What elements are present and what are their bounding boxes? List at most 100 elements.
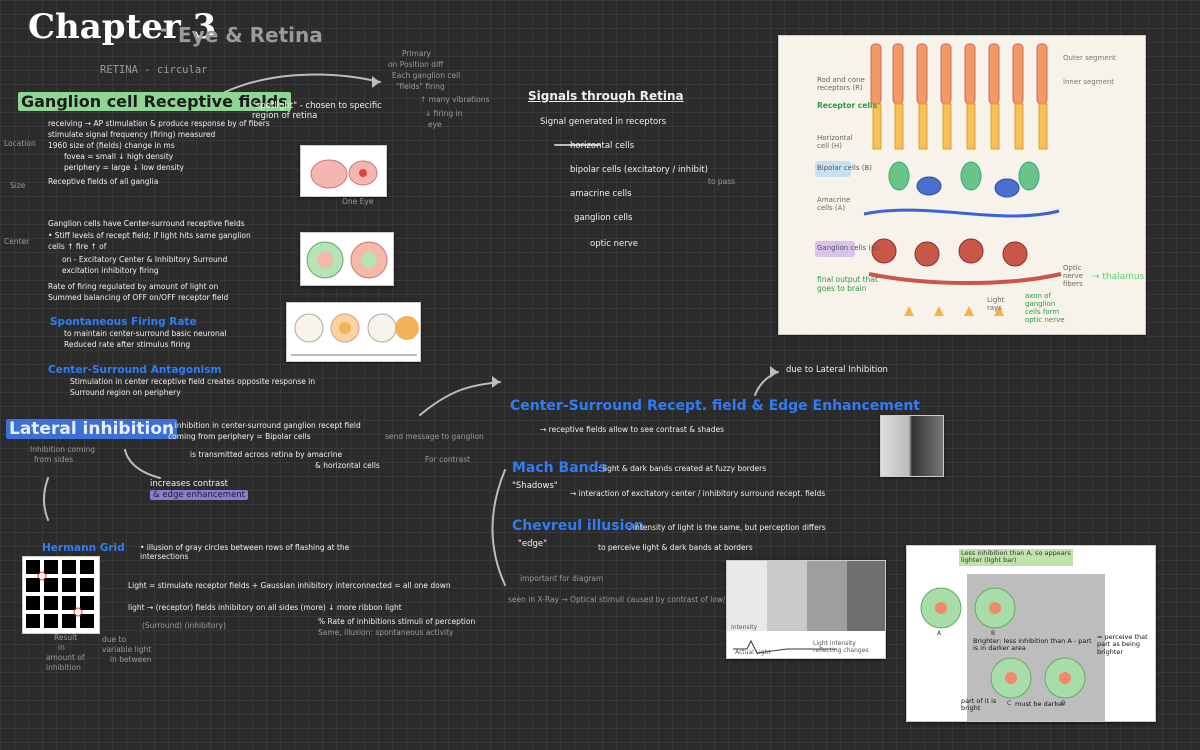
- one-eye-note: One Eye: [342, 197, 374, 206]
- chevreul-sub: "edge": [518, 539, 548, 549]
- lateral-inhibition-drawing: [920, 574, 1105, 721]
- signal-side: to pass: [708, 177, 736, 186]
- mach-fig-label: Intensity: [731, 624, 758, 631]
- receptive-field-diagram: [300, 145, 387, 197]
- lateral-result2-text: & edge enhancement: [150, 490, 249, 500]
- fig-green-note: axon of ganglion cells form optic nerve: [1025, 292, 1065, 325]
- lateral-fig-perceive: = perceive that part as being brighter: [1097, 633, 1148, 656]
- lateral-sub2: from sides: [34, 455, 74, 464]
- ganglion-line: stimulate signal frequency (firing) meas…: [48, 130, 216, 139]
- note-line: ↑ many vibrations: [420, 95, 490, 104]
- signal-step: horizontal cells: [570, 141, 635, 151]
- cs-line: Rate of firing regulated by amount of li…: [48, 282, 219, 291]
- lateral-fig-letter: D: [1061, 700, 1066, 707]
- hermann-caption2: due to: [102, 635, 127, 644]
- lateral-heading: Lateral inhibition: [6, 419, 178, 440]
- lateral-fig-bottom-mid: must be darker: [1015, 700, 1065, 708]
- fig-label: Light rays: [987, 296, 1005, 313]
- mach-sub-tail: → interaction of excitatory center / inh…: [570, 489, 826, 498]
- due-to-lateral: due to Lateral Inhibition: [786, 365, 888, 375]
- antagonism-line: Surround region on periphery: [70, 388, 181, 397]
- mach-band-figure: Light intensity reflecting changes Inten…: [726, 560, 886, 659]
- lateral-sub: Inhibition coming: [30, 445, 96, 454]
- lateral-line: & horizontal cells: [315, 461, 380, 470]
- cs-line: Summed balancing of OFF on/OFF receptor …: [48, 293, 229, 302]
- fig-label: Amacrine cells (A): [817, 196, 851, 213]
- lateral-fig-letter: C: [1007, 700, 1012, 707]
- retina-layers-drawing: [815, 43, 1062, 316]
- lateral-fig-top: Less inhibition than A, so appears light…: [959, 549, 1073, 566]
- ganglion-line: periphery = large ↓ low density: [64, 163, 184, 172]
- side-label-center: Center: [4, 237, 30, 246]
- fig-label: Optic nerve fibers: [1063, 264, 1084, 289]
- ix-line: seen in X-Ray → Optical stimuli caused b…: [508, 595, 801, 604]
- lateral-side-note: send message to ganglion: [385, 432, 484, 441]
- note-line: on Position diff: [388, 60, 444, 69]
- fig-label: Bipolar cells (B): [817, 164, 872, 172]
- retina-label: RETINA - circular: [100, 64, 208, 76]
- thalamus-note: → thalamus: [1092, 272, 1145, 282]
- fig-green-note: Receptor cells: [817, 101, 877, 110]
- lateral-fig-brighter: Brighter: less inhibition than A - part …: [973, 637, 1092, 653]
- signal-step: optic nerve: [590, 239, 639, 249]
- fig-label: Horizontal cell (H): [817, 134, 853, 151]
- spotlight-note: "spotlight" - chosen to specific region …: [252, 101, 382, 121]
- ganglion-line: fovea = small ↓ high density: [64, 152, 174, 161]
- mach-text: : light & dark bands created at fuzzy bo…: [598, 464, 767, 473]
- page-subtitle: Eye & Retina: [178, 23, 323, 47]
- chevreul-heading: Chevreul illusion: [512, 518, 644, 534]
- ganglion-heading: Ganglion cell Receptive fields: [18, 92, 291, 111]
- center-edge-heading: Center-Surround Recept. field & Edge Enh…: [510, 398, 920, 414]
- receptive-field-drawing: [310, 159, 378, 189]
- fig-label: Outer segment: [1063, 54, 1116, 62]
- spont-title: Spontaneous Firing Rate: [50, 316, 197, 328]
- antagonism-line: Stimulation in center receptive field cr…: [70, 377, 316, 386]
- title-dash: -: [160, 17, 169, 41]
- ganglion-line: receiving → AP stimulation & produce res…: [48, 119, 270, 128]
- note-line: Primary: [402, 49, 431, 58]
- cs-line: on - Excitatory Center & Inhibitory Surr…: [62, 255, 228, 264]
- fig-label: Inner segment: [1063, 78, 1115, 86]
- hermann-heading-tail: • illusion of gray circles between rows …: [140, 543, 350, 561]
- signal-step: ganglion cells: [574, 213, 633, 223]
- lateral-line: is transmitted across retina by amacrine: [190, 450, 343, 459]
- lateral-heading-text: Lateral inhibition: [6, 419, 178, 439]
- cs-line: excitation inhibitory firing: [62, 266, 159, 275]
- lateral-result: increases contrast: [150, 479, 229, 489]
- hermann-caption: in: [58, 643, 65, 652]
- on-off-field-diagram: [300, 232, 394, 286]
- ganglion-heading-text: Ganglion cell Receptive fields: [18, 92, 291, 111]
- spont-line: to maintain center-surround basic neuron…: [64, 329, 227, 338]
- hermann-caption: amount of: [46, 653, 85, 662]
- hermann-grid-drawing: [26, 560, 94, 628]
- note-line: ↓ firing in: [425, 109, 463, 118]
- ix-note: important for diagram: [520, 574, 604, 583]
- mach-fig-label: Light intensity reflecting changes: [813, 640, 869, 654]
- hermann-caption: Result: [54, 633, 78, 642]
- lateral-fig-letter: A: [937, 630, 942, 637]
- lateral-result2: & edge enhancement: [150, 490, 249, 501]
- lateral-fig-letter: B: [991, 630, 996, 637]
- on-off-fields: [306, 241, 388, 279]
- signal-step: amacrine cells: [570, 189, 632, 199]
- mach-band-drawing: [727, 561, 885, 654]
- center-edge-line: → receptive fields allow to see contrast…: [540, 425, 725, 434]
- cs-line: Ganglion cells have Center-surround rece…: [48, 219, 245, 228]
- fig-green-note: final output that goes to brain: [817, 275, 878, 293]
- hermann-caption: inhibition: [46, 663, 81, 672]
- hermann-line: % Rate of inhibitions stimuli of percept…: [318, 617, 476, 626]
- edge-drawing: [881, 416, 943, 476]
- fig-label: Ganglion cells (G): [817, 244, 880, 252]
- chevreul-sub-tail: to perceive light & dark bands at border…: [598, 543, 753, 552]
- firing-rate-diagram: [286, 302, 421, 362]
- note-line: "fields" firing: [396, 82, 445, 91]
- hermann-line: Light = stimulate receptor fields + Gaus…: [128, 581, 451, 590]
- signal-heading: Signals through Retina: [528, 89, 684, 103]
- ganglion-line: Receptive fields of all ganglia: [48, 177, 159, 186]
- firing-rate-drawing: [291, 313, 419, 356]
- hermann-heading: Hermann Grid: [42, 542, 125, 554]
- fig-label: Rod and cone receptors (R): [817, 76, 865, 93]
- hermann-line: (Surround) (inhibitory): [142, 621, 226, 630]
- note-line: eye: [428, 120, 442, 129]
